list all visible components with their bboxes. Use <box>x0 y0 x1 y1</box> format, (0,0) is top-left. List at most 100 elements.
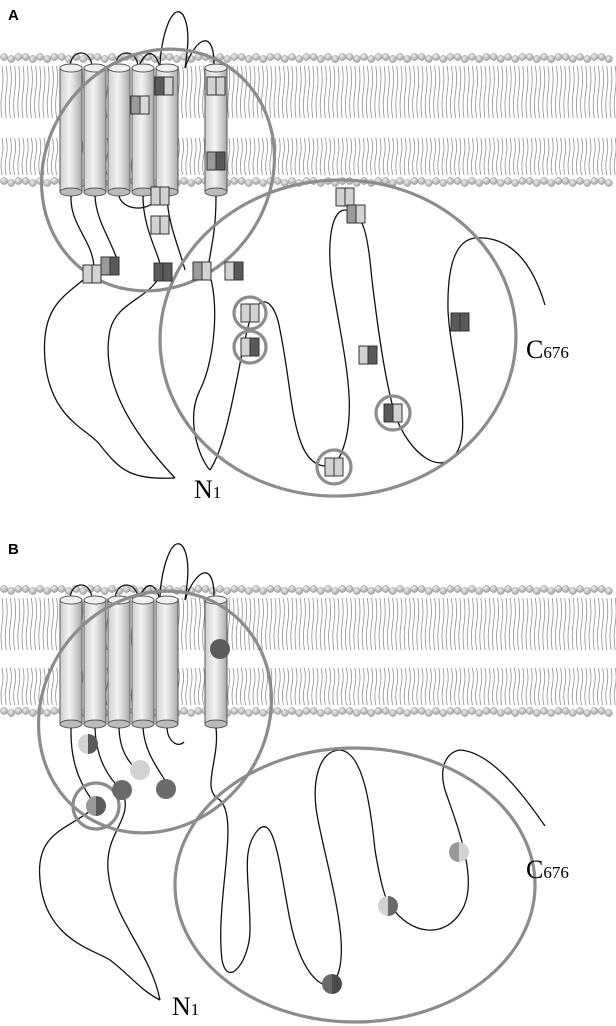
lipid-head <box>504 53 511 60</box>
lipid-head <box>512 179 519 186</box>
lipid-head <box>245 55 252 62</box>
lipid-head <box>584 179 591 186</box>
lipid-tail <box>417 598 419 650</box>
lipid-tail <box>232 668 234 705</box>
lipid-head <box>591 53 598 60</box>
lipid-head <box>22 177 29 184</box>
lipid-tail <box>564 138 566 175</box>
lipid-tail <box>568 66 570 118</box>
lipid-tail <box>610 66 612 118</box>
lipid-tail <box>5 598 7 650</box>
lipid-tail <box>295 598 297 650</box>
lipid-head <box>288 177 295 184</box>
lipid-head <box>94 53 101 60</box>
lipid-head <box>569 55 576 62</box>
lipid-head <box>15 585 22 592</box>
lipid-tail <box>425 138 427 175</box>
lipid-tail <box>539 138 541 175</box>
lipid-tail <box>463 668 465 705</box>
lipid-tail <box>333 138 335 175</box>
lipid-tail <box>534 598 536 650</box>
lipid-tail <box>278 138 280 175</box>
lipid-tail <box>270 598 272 650</box>
lipid-head <box>324 53 331 60</box>
lipid-head <box>317 55 324 62</box>
lipid-tail <box>471 598 473 650</box>
lipid-tail <box>291 66 293 118</box>
lipid-tail <box>333 66 335 118</box>
lipid-tail <box>383 598 385 650</box>
lipid-head <box>440 55 447 62</box>
lipid-head <box>605 587 612 594</box>
lipid-tail <box>400 138 402 175</box>
lipid-head <box>490 53 497 60</box>
lipid-tail <box>320 668 322 705</box>
lipid-head <box>548 709 555 716</box>
square-marker <box>155 77 173 95</box>
lipid-tail <box>463 66 465 118</box>
lipid-tail <box>602 668 604 705</box>
lipid-tail <box>396 668 398 705</box>
lipid-head <box>404 179 411 186</box>
lipid-tail <box>392 598 394 650</box>
lipid-tail <box>366 598 368 650</box>
lipid-head <box>526 707 533 714</box>
lipid-head <box>555 707 562 714</box>
lipid-tail <box>282 668 284 705</box>
lipid-tail <box>463 598 465 650</box>
lipid-tail <box>446 66 448 118</box>
c-terminus-label-a: C676 <box>526 335 569 364</box>
lipid-head <box>224 55 231 62</box>
panel-b-letter: B <box>8 541 19 558</box>
lipid-tail <box>518 66 520 118</box>
lipid-head <box>8 587 15 594</box>
lipid-tail <box>182 66 184 118</box>
lipid-head <box>44 587 51 594</box>
lipid-tail <box>509 668 511 705</box>
lipid-tail <box>203 138 205 175</box>
lipid-tail <box>228 66 230 118</box>
lipid-head <box>108 585 115 592</box>
lipid-tail <box>253 668 255 705</box>
lipid-tail <box>534 668 536 705</box>
lipid-head <box>8 55 15 62</box>
lipid-head <box>108 53 115 60</box>
lipid-tail <box>295 668 297 705</box>
lipid-tail <box>362 138 364 175</box>
lipid-tail <box>299 668 301 705</box>
lipid-tail <box>266 598 268 650</box>
lipid-tail <box>392 668 394 705</box>
lipid-tail <box>434 138 436 175</box>
lipid-tail <box>589 138 591 175</box>
lipid-tail <box>597 66 599 118</box>
lipid-tail <box>581 138 583 175</box>
lipid-head <box>310 585 317 592</box>
lipid-head <box>512 587 519 594</box>
lipid-tail <box>555 66 557 118</box>
lipid-tail <box>198 598 200 650</box>
lipid-tail <box>408 668 410 705</box>
lipid-head <box>368 709 375 716</box>
lipid-tail <box>459 138 461 175</box>
lipid-head <box>476 587 483 594</box>
lipid-tail <box>450 66 452 118</box>
lipid-tail <box>387 66 389 118</box>
lipid-head <box>425 709 432 716</box>
lipid-head <box>29 709 36 716</box>
lipid-tail <box>513 138 515 175</box>
lipid-tail <box>282 66 284 118</box>
lipid-head <box>188 709 195 716</box>
lipid-head <box>432 707 439 714</box>
lipid-tail <box>198 138 200 175</box>
lipid-tail <box>39 66 41 118</box>
lipid-tail <box>371 598 373 650</box>
lipid-tail <box>593 668 595 705</box>
lipid-head <box>195 707 202 714</box>
lipid-tail <box>597 598 599 650</box>
lipid-tail <box>379 598 381 650</box>
lipid-tail <box>371 138 373 175</box>
lipid-tail <box>425 598 427 650</box>
lipid-tail <box>564 668 566 705</box>
lipid-head <box>274 177 281 184</box>
lipid-tail <box>316 668 318 705</box>
